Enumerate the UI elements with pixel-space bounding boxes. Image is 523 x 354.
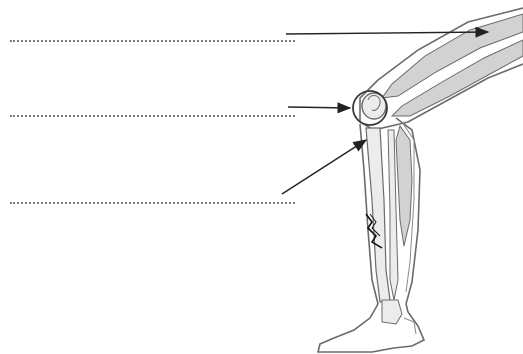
arrow-icon-1 — [286, 32, 488, 34]
ankle-bone — [382, 300, 402, 324]
tibia-bone — [366, 128, 390, 302]
arrow-icon-3 — [282, 140, 366, 194]
calf-muscle — [396, 126, 412, 246]
foot-outline — [318, 304, 424, 352]
leg-illustration — [318, 8, 523, 352]
arrow-icon-2 — [288, 107, 350, 108]
